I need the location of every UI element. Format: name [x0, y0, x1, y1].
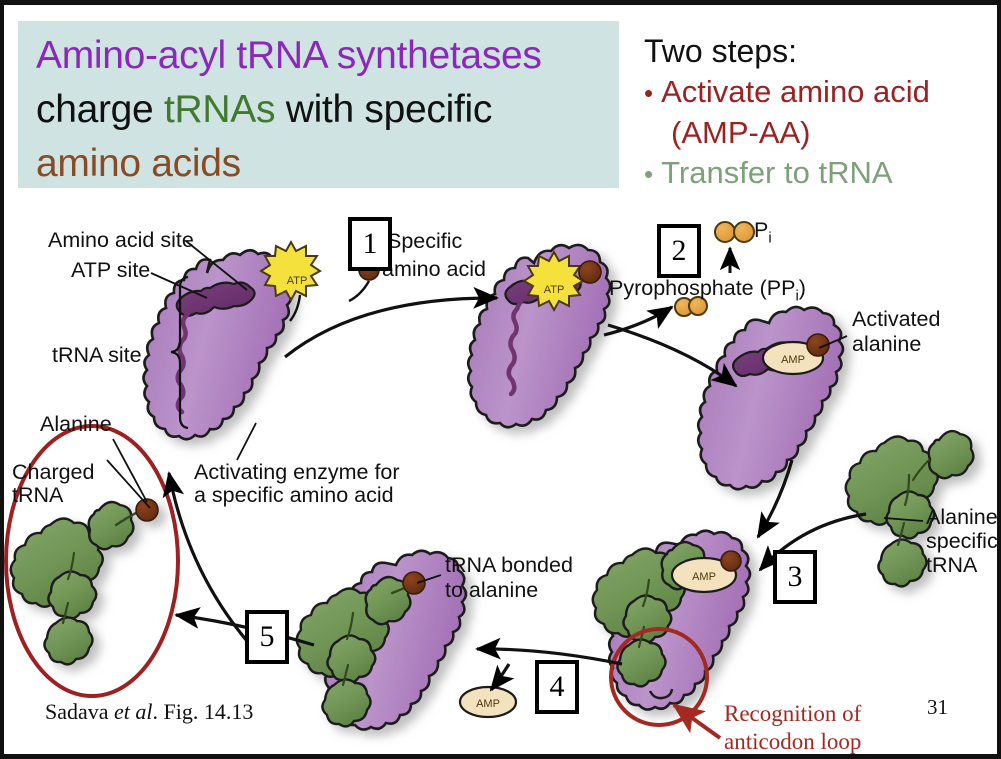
step-box-2: 2 [657, 224, 701, 278]
charged-trna-free [9, 498, 159, 666]
slide-page-number: 31 [927, 695, 948, 719]
label-alanine: Alanine [40, 412, 112, 436]
title-line-2: charge tRNAs with specific [18, 83, 619, 137]
atp-label-enzyme: ATP [544, 284, 565, 296]
arrow-step1 [284, 286, 499, 359]
label-atp-site: ATP site [71, 258, 151, 282]
credit-suffix: . Fig. 14.13 [152, 699, 254, 724]
label-charged-trna-line2: tRNA [12, 483, 64, 507]
title-segment-amino-acids: amino acids [36, 142, 241, 185]
bullet-activate-amino-acid-label: Activate amino acid [661, 74, 930, 109]
amp-oval-step3 [670, 556, 738, 594]
label-recognition-line1: Recognition of [724, 701, 862, 726]
activated-alanine-dot [806, 333, 830, 357]
title-segment-with-specific: with specific [275, 88, 493, 131]
credit-prefix: Sadava [45, 699, 115, 724]
amp-label-enzyme3: AMP [781, 354, 805, 366]
trna-site-brace [170, 275, 189, 430]
bullet-transfer-to-trna-label: Transfer to tRNA [661, 155, 893, 190]
arrow-step4 [475, 637, 623, 666]
two-steps-block: Two steps: • Activate amino acid (AMP-AA… [644, 31, 994, 194]
label-pyrophosphate-close: ) [798, 276, 806, 300]
anticodon-loop-highlight-circle [609, 627, 709, 727]
label-trna-bonded-line1: tRNA bonded [445, 553, 573, 577]
enzyme-4-trna-docked: AMP [591, 529, 752, 711]
alanine-dot-bonded [402, 571, 426, 595]
label-amino-acid-site: Amino acid site [48, 228, 194, 252]
label-alanine-specific-trna-line2: specific [926, 529, 998, 553]
title-segment-trnas: tRNAs [163, 88, 276, 131]
arrow-step3-down [756, 459, 794, 539]
label-specific-amino-acid-line2: amino acid [382, 257, 486, 281]
label-alanine-specific-trna-line1: Alanine [926, 505, 998, 529]
title-line-1: Amino-acyl tRNA synthetases [18, 21, 619, 83]
label-activated-alanine-line2: alanine [852, 332, 922, 356]
arrow-ppi-release [603, 305, 674, 337]
atp-starburst-on-enzyme: ATP [522, 249, 585, 313]
trna-alanine-specific-free [844, 429, 975, 588]
label-pyrophosphate-main: Pyrophosphate (PP [609, 276, 796, 300]
label-activated-alanine-line1: Activated [852, 307, 941, 331]
bullet-dot-icon-2: • [644, 159, 654, 189]
arrow-cycle-return [162, 471, 249, 643]
label-recognition-anticodon: Recognition of anticodon loop [724, 700, 862, 754]
arrow-step2 [607, 323, 738, 388]
bullet-dot-icon: • [644, 78, 654, 108]
atp-starburst: ATP [259, 239, 322, 303]
arrow-step5 [174, 607, 315, 647]
trna-charging-cycle-diagram: AMP [4, 221, 975, 740]
amp-label-released: AMP [476, 698, 500, 710]
arrow-trna-binds [758, 512, 867, 572]
step-box-1: 1 [348, 217, 392, 271]
amp-oval-released [458, 685, 518, 719]
label-trna-site: tRNA site [52, 343, 142, 367]
enzyme-5-trna-bonded [295, 549, 468, 731]
figure-credit: Sadava et al. Fig. 14.13 [45, 699, 253, 725]
title-box: Amino-acyl tRNA synthetases charge tRNAs… [18, 21, 619, 188]
title-line-3: amino acids [18, 137, 619, 191]
credit-et-al: et al [114, 699, 153, 724]
label-activating-enzyme-line2: a specific amino acid [194, 483, 394, 507]
amino-acid-dot-step3 [720, 550, 742, 572]
two-steps-heading: Two steps: [644, 33, 797, 69]
label-pi: Pi [754, 218, 772, 250]
label-activating-enzyme-line1: Activating enzyme for [194, 460, 400, 484]
label-charged-trna-line1: Charged [12, 460, 95, 484]
label-pyrophosphate: Pyrophosphate (PPi) [609, 276, 806, 308]
bullet-amp-aa: (AMP-AA) [644, 113, 994, 153]
label-recognition-line2: anticodon loop [724, 729, 862, 754]
step-box-3: 3 [773, 550, 817, 604]
label-pi-main: P [754, 218, 769, 242]
label-pyrophosphate-subscript: i [795, 287, 799, 305]
cycle-arrows [162, 286, 867, 692]
title-segment-charge: charge [36, 88, 164, 131]
bullet-activate-amino-acid: • Activate amino acid [644, 72, 994, 113]
bullet-amp-aa-label: (AMP-AA) [671, 115, 811, 150]
amino-acid-dot-enzyme2 [578, 260, 602, 284]
title-segment-synthetases: Amino-acyl tRNA synthetases [36, 34, 542, 77]
bullet-transfer-to-trna: • Transfer to tRNA [644, 153, 994, 194]
step-box-5: 5 [245, 610, 289, 664]
ppi-pyrophosphate-group [674, 296, 708, 317]
label-trna-bonded-line2: to alanine [445, 578, 539, 602]
label-pi-subscript: i [768, 229, 772, 247]
amp-label-step3: AMP [692, 571, 716, 583]
label-alanine-specific-trna-line3: tRNA [926, 553, 978, 577]
arrow-amp-release [489, 663, 515, 692]
step-box-4: 4 [535, 660, 579, 714]
pi-phosphate-group [714, 221, 755, 243]
label-specific-amino-acid-line1: Specific [387, 229, 463, 253]
recognition-arrow [672, 703, 722, 740]
alanine-dot-charged-trna [135, 498, 159, 522]
atp-label-left: ATP [287, 275, 308, 287]
charged-trna-highlight-ellipse [4, 424, 180, 698]
